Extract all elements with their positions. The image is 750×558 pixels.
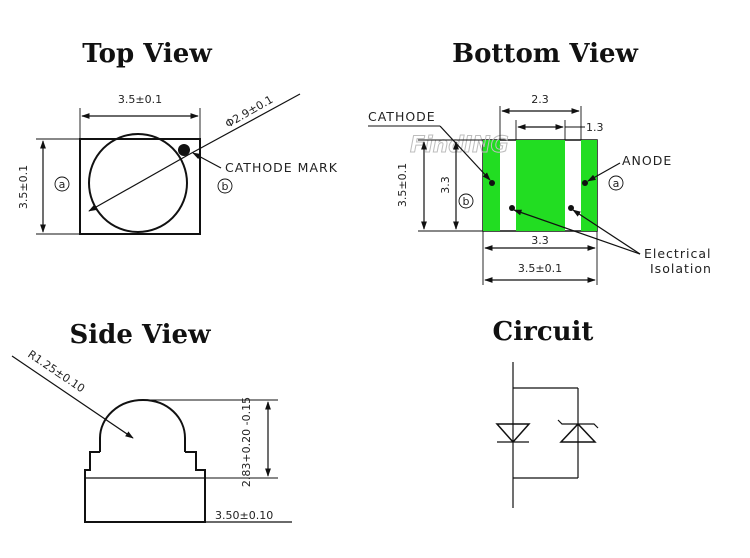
anode-leader bbox=[587, 162, 621, 182]
isolation-leader-1 bbox=[513, 209, 641, 255]
top-marker-b: b bbox=[222, 180, 229, 193]
led-diode-icon bbox=[495, 423, 531, 444]
bottom-outer-width-dim: 3.5±0.1 bbox=[518, 262, 562, 275]
bottom-view: FindING 2.3 1.3 3.3 3.5±0.1 3.3 bbox=[368, 93, 712, 285]
bottom-right-dim: 1.3 bbox=[586, 121, 604, 134]
bottom-marker-b: b bbox=[463, 195, 470, 208]
circuit-title: Circuit bbox=[493, 317, 594, 347]
diameter-leader bbox=[187, 93, 301, 156]
watermark: FindING bbox=[410, 133, 509, 158]
circuit bbox=[495, 362, 599, 508]
thermal-pad bbox=[516, 140, 565, 231]
top-width-dim: 3.5±0.1 bbox=[118, 93, 162, 106]
top-height-dim: 3.5±0.1 bbox=[17, 165, 30, 209]
bottom-marker-a: a bbox=[613, 177, 620, 190]
isolation-leader-2 bbox=[572, 209, 641, 255]
top-view-body bbox=[79, 138, 201, 235]
bottom-top-dim: 2.3 bbox=[531, 93, 549, 106]
bottom-outer-height-dim: 3.5±0.1 bbox=[396, 163, 409, 207]
cathode-mark-leader bbox=[192, 152, 222, 169]
top-marker-a: a bbox=[59, 178, 66, 191]
side-body bbox=[84, 451, 206, 523]
cathode-leader bbox=[439, 125, 491, 181]
bottom-inner-width-dim: 3.3 bbox=[531, 234, 549, 247]
anode-pad bbox=[581, 140, 597, 231]
side-view: R1.25±0.10 2.83+0.20 -0.15 3.50±0.10 bbox=[11, 348, 292, 523]
anode-label: ANODE bbox=[622, 153, 672, 168]
radius-leader bbox=[11, 355, 134, 439]
top-marker-b-circle bbox=[217, 178, 233, 194]
bottom-marker-b-circle bbox=[458, 193, 474, 209]
isolation-label-line2: Isolation bbox=[650, 261, 712, 276]
cathode-label: CATHODE bbox=[368, 109, 436, 124]
zener-bar bbox=[557, 419, 599, 429]
side-width-dim: 3.50±0.10 bbox=[215, 509, 273, 522]
isolation-label-line1: Electrical bbox=[644, 246, 711, 261]
cathode-mark-dot bbox=[178, 144, 190, 156]
bottom-view-title: Bottom View bbox=[452, 39, 638, 69]
side-height-dim: 2.83+0.20 -0.15 bbox=[240, 397, 253, 487]
bottom-marker-a-circle bbox=[608, 175, 624, 191]
top-marker-a-circle bbox=[54, 176, 70, 192]
bottom-inner-height-dim: 3.3 bbox=[439, 176, 452, 194]
side-dome bbox=[99, 398, 186, 452]
side-view-title: Side View bbox=[70, 320, 212, 350]
diameter-line bbox=[88, 154, 189, 212]
top-view-lens bbox=[88, 133, 188, 233]
top-view-title: Top View bbox=[82, 39, 212, 69]
top-view: Φ2.9±0.1 3.5±0.1 3.5±0.1 a b CATHODE MAR… bbox=[17, 93, 338, 235]
zener-diode-icon bbox=[559, 422, 597, 443]
cathode-mark-label: CATHODE MARK bbox=[225, 160, 338, 175]
